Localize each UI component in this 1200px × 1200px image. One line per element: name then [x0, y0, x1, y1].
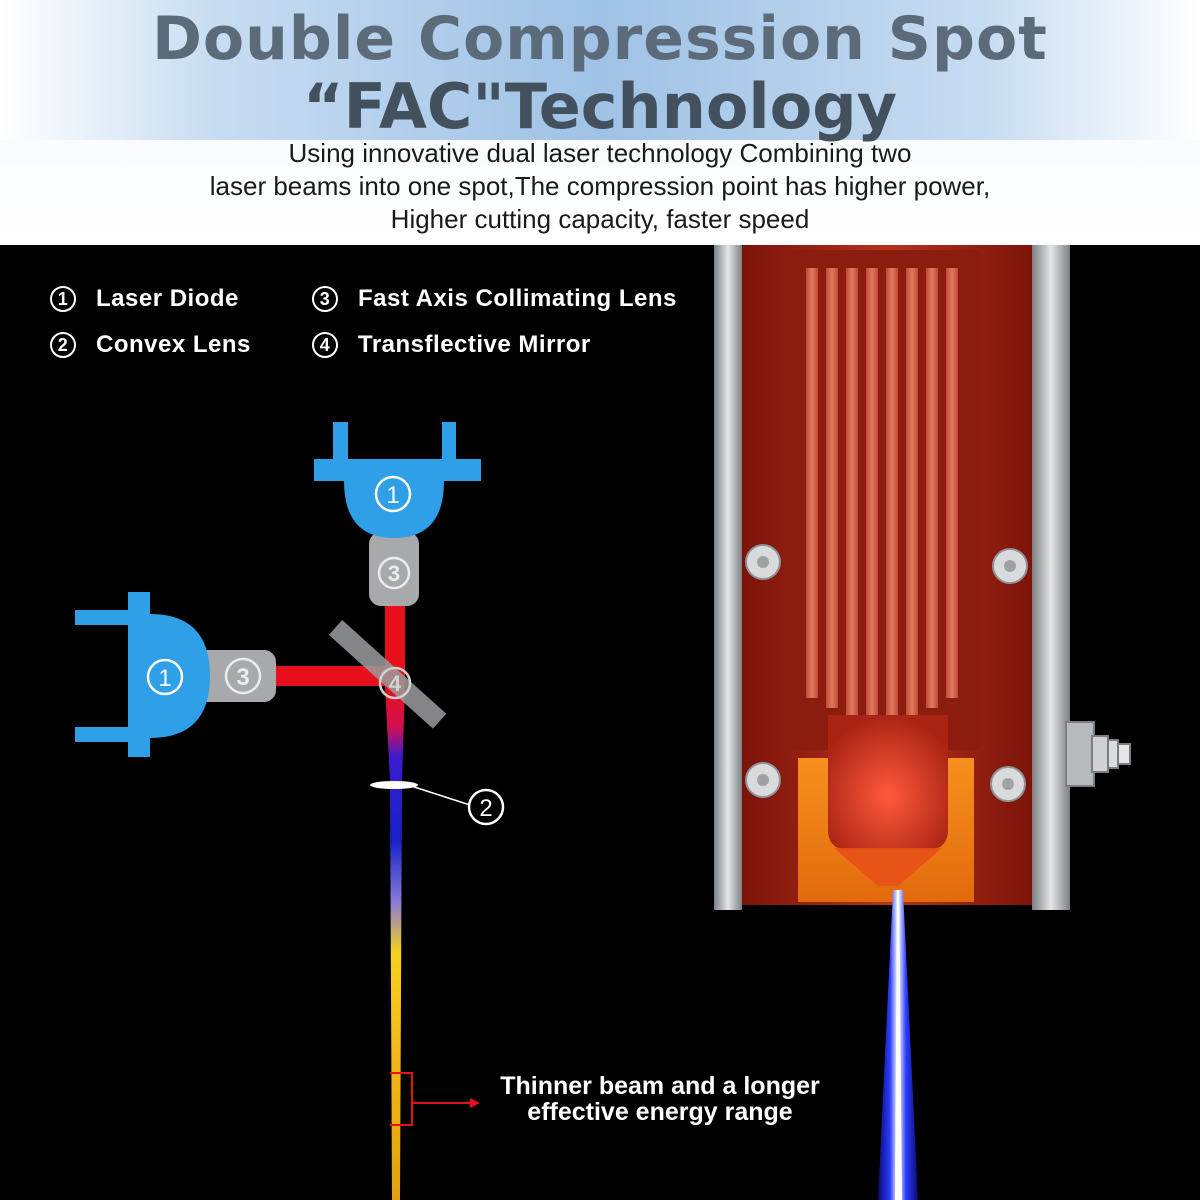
legend-item-laser-diode: 1 Laser Diode — [50, 285, 239, 313]
fac-lens-left-number: 3 — [236, 664, 249, 691]
output-beam-core — [895, 890, 902, 1200]
legend-number: 1 — [50, 286, 76, 312]
energy-range-annotation: Thinner beam and a longer effective ener… — [470, 1073, 850, 1125]
title-line-2: “FAC"Technology — [302, 70, 898, 143]
fac-lens-left-label: 3 — [224, 657, 262, 695]
header-banner: Double Compression Spot “FAC"Technology … — [0, 0, 1200, 245]
screw-icon — [745, 544, 781, 580]
laser-diode-top — [314, 422, 481, 538]
legend-item-fac-lens: 3 Fast Axis Collimating Lens — [312, 285, 677, 313]
legend-label: Fast Axis Collimating Lens — [358, 285, 677, 312]
left-rail — [714, 245, 742, 910]
legend-label: Transflective Mirror — [358, 331, 591, 358]
description-line-3: Higher cutting capacity, faster speed — [390, 204, 810, 234]
fac-lens-left — [196, 650, 276, 702]
description-line-2: laser beams into one spot,The compressio… — [209, 171, 991, 201]
convex-lens-leader — [407, 784, 471, 806]
legend-item-convex-lens: 2 Convex Lens — [50, 331, 251, 359]
annotation-line-1: Thinner beam and a longer — [500, 1072, 820, 1100]
laser-diagram: 4 3 1 3 1 2 — [75, 245, 1131, 1200]
description: Using innovative dual laser technology C… — [0, 137, 1200, 236]
beam-horizontal — [270, 666, 398, 686]
heatsink-fins — [806, 268, 958, 723]
lens-housing — [828, 715, 948, 850]
legend-number: 4 — [312, 332, 338, 358]
laser-diode-left-label: 1 — [146, 658, 184, 696]
convex-lens-number: 2 — [479, 795, 492, 822]
legend-number: 3 — [312, 286, 338, 312]
transflective-mirror — [328, 620, 447, 729]
screw-icon — [745, 762, 781, 798]
energy-range-bracket — [390, 1072, 480, 1126]
laser-module — [714, 245, 1131, 1200]
side-fitting-icon — [1065, 721, 1131, 787]
laser-diode-left — [75, 592, 210, 757]
mirror-label-number: 4 — [389, 671, 402, 696]
legend-item-transflective-mirror: 4 Transflective Mirror — [312, 331, 591, 359]
fac-lens-top — [369, 532, 419, 606]
title-line-1: Double Compression Spot — [152, 4, 1048, 74]
right-rail — [1032, 245, 1070, 910]
screw-icon — [992, 548, 1028, 584]
header-gradient-band — [0, 0, 1200, 140]
annotation-line-2: effective energy range — [527, 1098, 793, 1126]
legend-label: Laser Diode — [96, 285, 239, 312]
mirror-label: 4 — [378, 666, 412, 700]
description-line-1: Using innovative dual laser technology C… — [288, 138, 912, 168]
beam-vertical-lower — [385, 686, 405, 1200]
convex-lens-label: 2 — [467, 788, 505, 826]
nozzle-cone — [834, 848, 942, 886]
fac-lens-top-number: 3 — [388, 561, 400, 586]
screw-icon — [990, 766, 1026, 802]
laser-diode-left-number: 1 — [158, 665, 171, 692]
legend-label: Convex Lens — [96, 331, 251, 358]
laser-diode-top-number: 1 — [386, 482, 399, 509]
convex-lens — [370, 781, 418, 789]
legend-number: 2 — [50, 332, 76, 358]
fac-lens-top-label: 3 — [377, 556, 411, 590]
laser-diode-top-label: 1 — [374, 475, 412, 513]
